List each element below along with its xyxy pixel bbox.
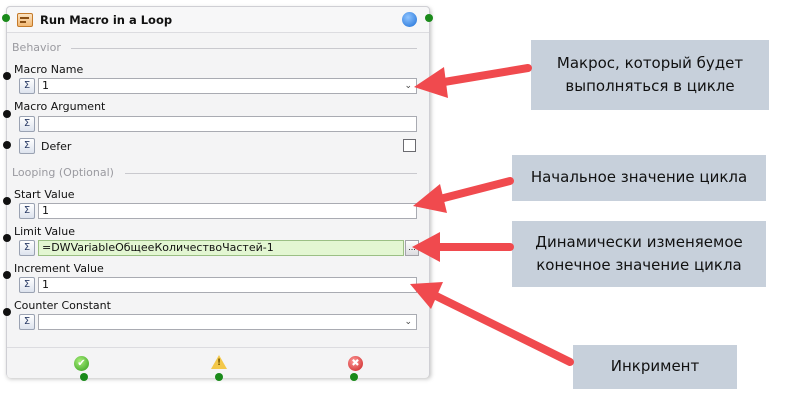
defer-connector-dot[interactable] <box>3 141 11 149</box>
start-value-connector-dot[interactable] <box>3 197 11 205</box>
warning-mark: ! <box>217 358 222 368</box>
macro-name-dropdown[interactable]: 1 ⌄ <box>38 78 417 94</box>
section-divider <box>71 48 417 49</box>
callout-limit-value: Динамически изменяемое конечное значение… <box>512 221 766 287</box>
macro-name-value: 1 <box>42 79 49 92</box>
increment-value-input[interactable]: 1 <box>38 277 417 293</box>
input-connector-dot[interactable] <box>2 14 10 22</box>
warning-icon[interactable]: ! <box>211 355 227 369</box>
limit-value-input[interactable]: =DWVariableОбщееКоличествоЧастей-1 <box>38 240 404 256</box>
section-divider <box>125 173 417 174</box>
arrow-start <box>432 177 514 204</box>
start-value-expression-button[interactable]: Σ <box>19 203 35 219</box>
macro-argument-label: Macro Argument <box>14 100 106 113</box>
macro-argument-connector-dot[interactable] <box>3 110 11 118</box>
start-value-input[interactable]: 1 <box>38 203 417 219</box>
limit-value-browse-button[interactable]: ... <box>405 240 419 256</box>
arrow-macro <box>434 64 532 87</box>
macro-argument-input[interactable] <box>38 116 417 132</box>
error-icon[interactable]: ✖ <box>348 356 363 371</box>
success-check-icon[interactable]: ✔ <box>74 356 89 371</box>
output-connector-dot[interactable] <box>425 14 433 22</box>
arrow-increment <box>428 290 574 366</box>
chevron-down-icon[interactable]: ⌄ <box>404 81 412 91</box>
callout-start-value: Начальное значение цикла <box>512 155 766 201</box>
limit-value-label: Limit Value <box>14 225 75 238</box>
panel-title: Run Macro in a Loop <box>40 13 173 27</box>
help-icon[interactable] <box>402 12 417 27</box>
increment-value-expression-button[interactable]: Σ <box>19 277 35 293</box>
callout-macro: Макрос, который будет выполняться в цикл… <box>531 40 769 110</box>
panel-footer: ✔ ! ✖ <box>7 347 429 378</box>
defer-expression-button[interactable]: Σ <box>19 138 35 154</box>
success-connector-dot[interactable] <box>80 373 88 381</box>
macro-loop-panel: Run Macro in a Loop Behavior Macro Name … <box>6 6 430 378</box>
counter-constant-connector-dot[interactable] <box>3 308 11 316</box>
section-behavior: Behavior <box>12 41 61 54</box>
callout-increment: Инкримент <box>573 345 737 389</box>
defer-label: Defer <box>41 140 72 153</box>
macro-argument-expression-button[interactable]: Σ <box>19 116 35 132</box>
defer-checkbox[interactable] <box>403 139 416 152</box>
counter-constant-expression-button[interactable]: Σ <box>19 314 35 330</box>
limit-value-connector-dot[interactable] <box>3 234 11 242</box>
chevron-down-icon[interactable]: ⌄ <box>404 317 412 327</box>
counter-constant-dropdown[interactable]: ⌄ <box>38 314 417 330</box>
increment-value-connector-dot[interactable] <box>3 271 11 279</box>
macro-loop-icon <box>17 13 33 27</box>
macro-name-label: Macro Name <box>14 63 84 76</box>
macro-name-connector-dot[interactable] <box>3 72 11 80</box>
increment-value-label: Increment Value <box>14 262 104 275</box>
panel-titlebar: Run Macro in a Loop <box>7 7 429 33</box>
limit-value-expression-button[interactable]: Σ <box>19 240 35 256</box>
section-looping: Looping (Optional) <box>12 166 114 179</box>
warning-connector-dot[interactable] <box>215 373 223 381</box>
counter-constant-label: Counter Constant <box>14 299 111 312</box>
macro-name-expression-button[interactable]: Σ <box>19 78 35 94</box>
error-connector-dot[interactable] <box>350 373 358 381</box>
start-value-label: Start Value <box>14 188 75 201</box>
